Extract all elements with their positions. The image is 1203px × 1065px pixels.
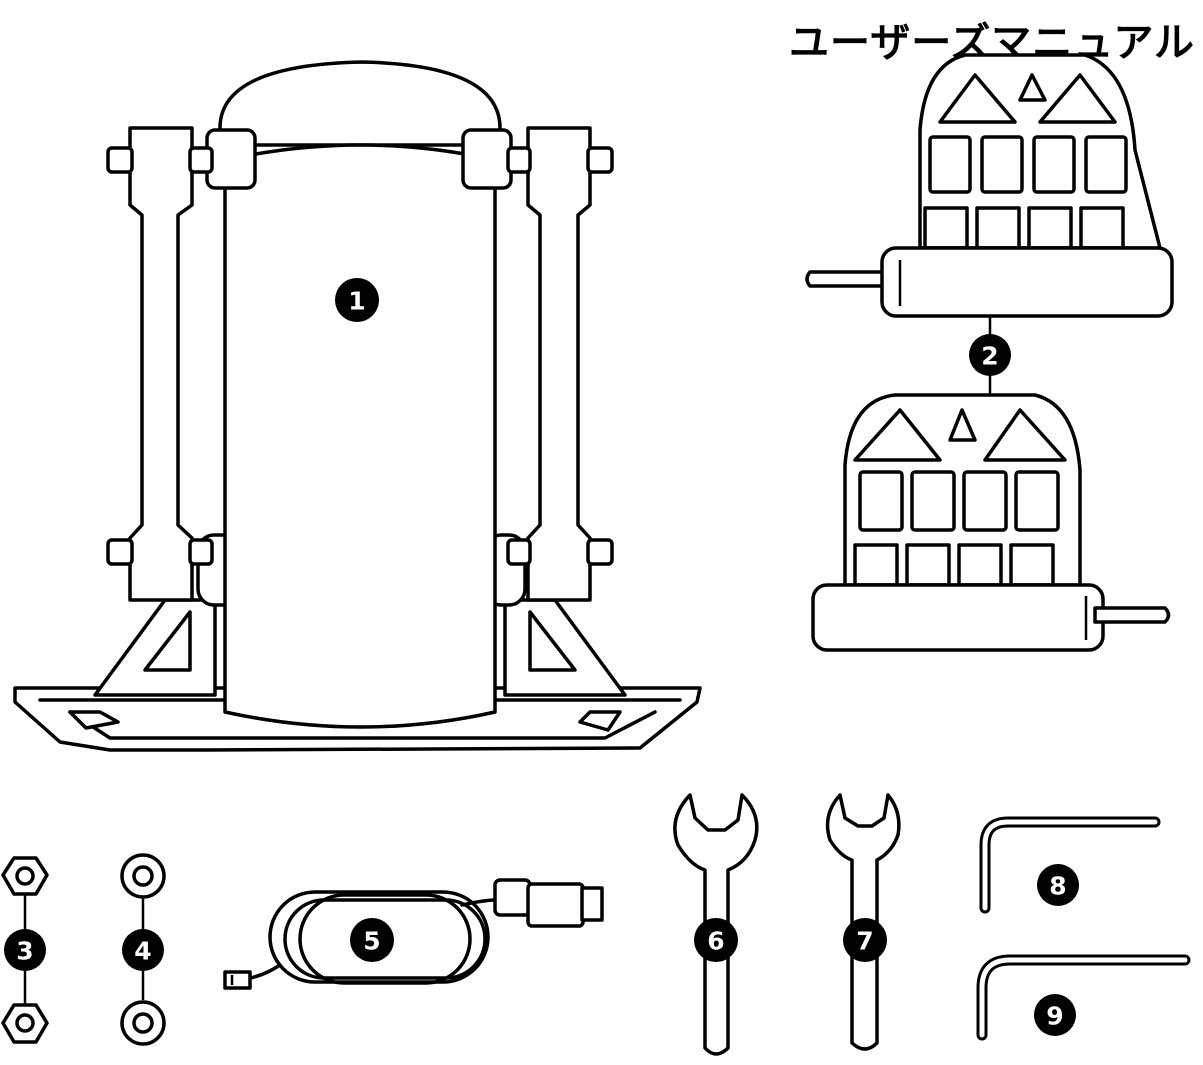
- badge-2: 2: [969, 334, 1011, 376]
- badge-6: 6: [694, 918, 738, 962]
- foot-pedal-bottom: [813, 395, 1169, 650]
- badge-3: 3: [4, 929, 46, 971]
- badge-9-number: 9: [1046, 1002, 1063, 1031]
- badge-1-number: 1: [348, 287, 365, 316]
- badge-4: 4: [122, 929, 164, 971]
- usb-cable-illustration: [225, 880, 602, 988]
- badge-8: 8: [1037, 864, 1079, 906]
- hex-key-large-illustration: [982, 960, 1185, 1035]
- badge-6-number: 6: [707, 927, 724, 956]
- badge-9: 9: [1034, 994, 1076, 1036]
- badge-8-number: 8: [1049, 872, 1066, 901]
- pedal-base-illustration: [15, 62, 700, 750]
- badge-5-number: 5: [363, 927, 380, 956]
- foot-pedal-top: [807, 55, 1172, 316]
- badge-1: 1: [335, 278, 379, 322]
- badge-4-number: 4: [134, 937, 151, 966]
- badge-7-number: 7: [856, 927, 873, 956]
- badge-2-number: 2: [981, 342, 998, 371]
- badge-5: 5: [350, 918, 394, 962]
- badge-7: 7: [843, 918, 887, 962]
- badge-3-number: 3: [16, 937, 33, 966]
